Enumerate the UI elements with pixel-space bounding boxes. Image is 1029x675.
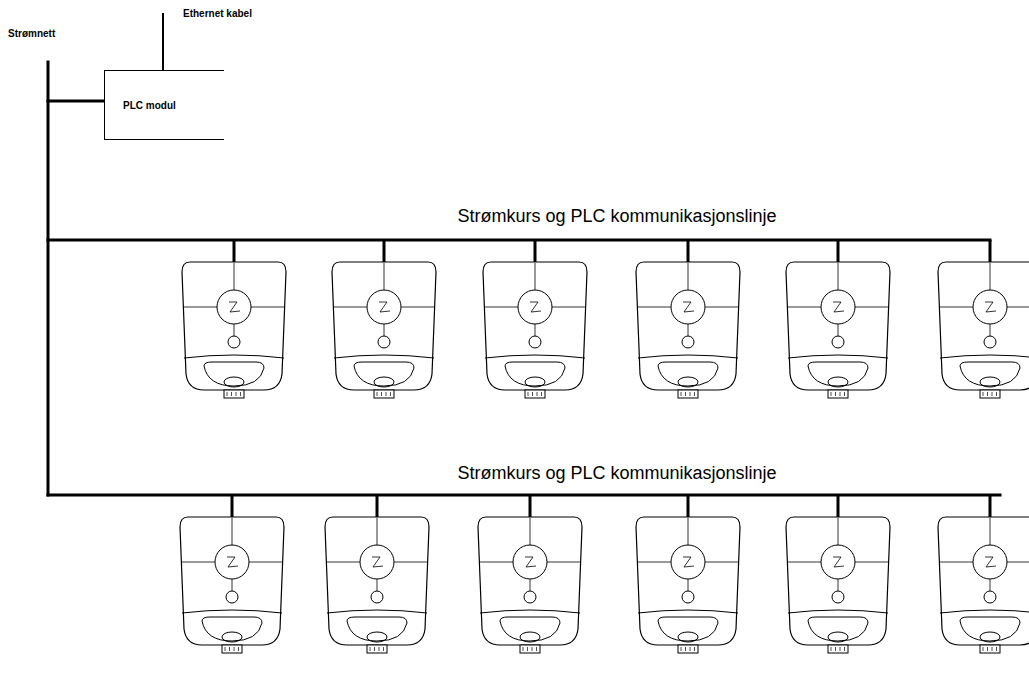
charger-unit: [483, 240, 587, 398]
charger-unit: [182, 240, 286, 398]
charger-unit: [325, 495, 429, 653]
charger-unit: [938, 240, 1029, 398]
charger-unit: [478, 495, 582, 653]
grid-label: Strømnett: [8, 28, 55, 39]
charger-unit: [332, 240, 436, 398]
circuit-label: Strømkurs og PLC kommunikasjonslinje: [457, 463, 776, 484]
charger-unit: [180, 495, 284, 653]
module-label: PLC modul: [123, 100, 176, 111]
charger-unit: [636, 240, 740, 398]
charger-unit: [636, 495, 740, 653]
charger-unit: [786, 240, 890, 398]
plc-module-box: PLC modul: [104, 70, 224, 140]
cable-label: Ethernet kabel: [183, 8, 252, 19]
circuit-label: Strømkurs og PLC kommunikasjonslinje: [457, 206, 776, 227]
circuit-bus: [48, 494, 1000, 497]
charger-unit: [786, 495, 890, 653]
ethernet-cable: [162, 14, 164, 70]
module-feed: [48, 100, 104, 103]
charger-unit: [938, 495, 1029, 653]
grid-line: [47, 62, 50, 495]
circuit-bus: [48, 239, 990, 242]
